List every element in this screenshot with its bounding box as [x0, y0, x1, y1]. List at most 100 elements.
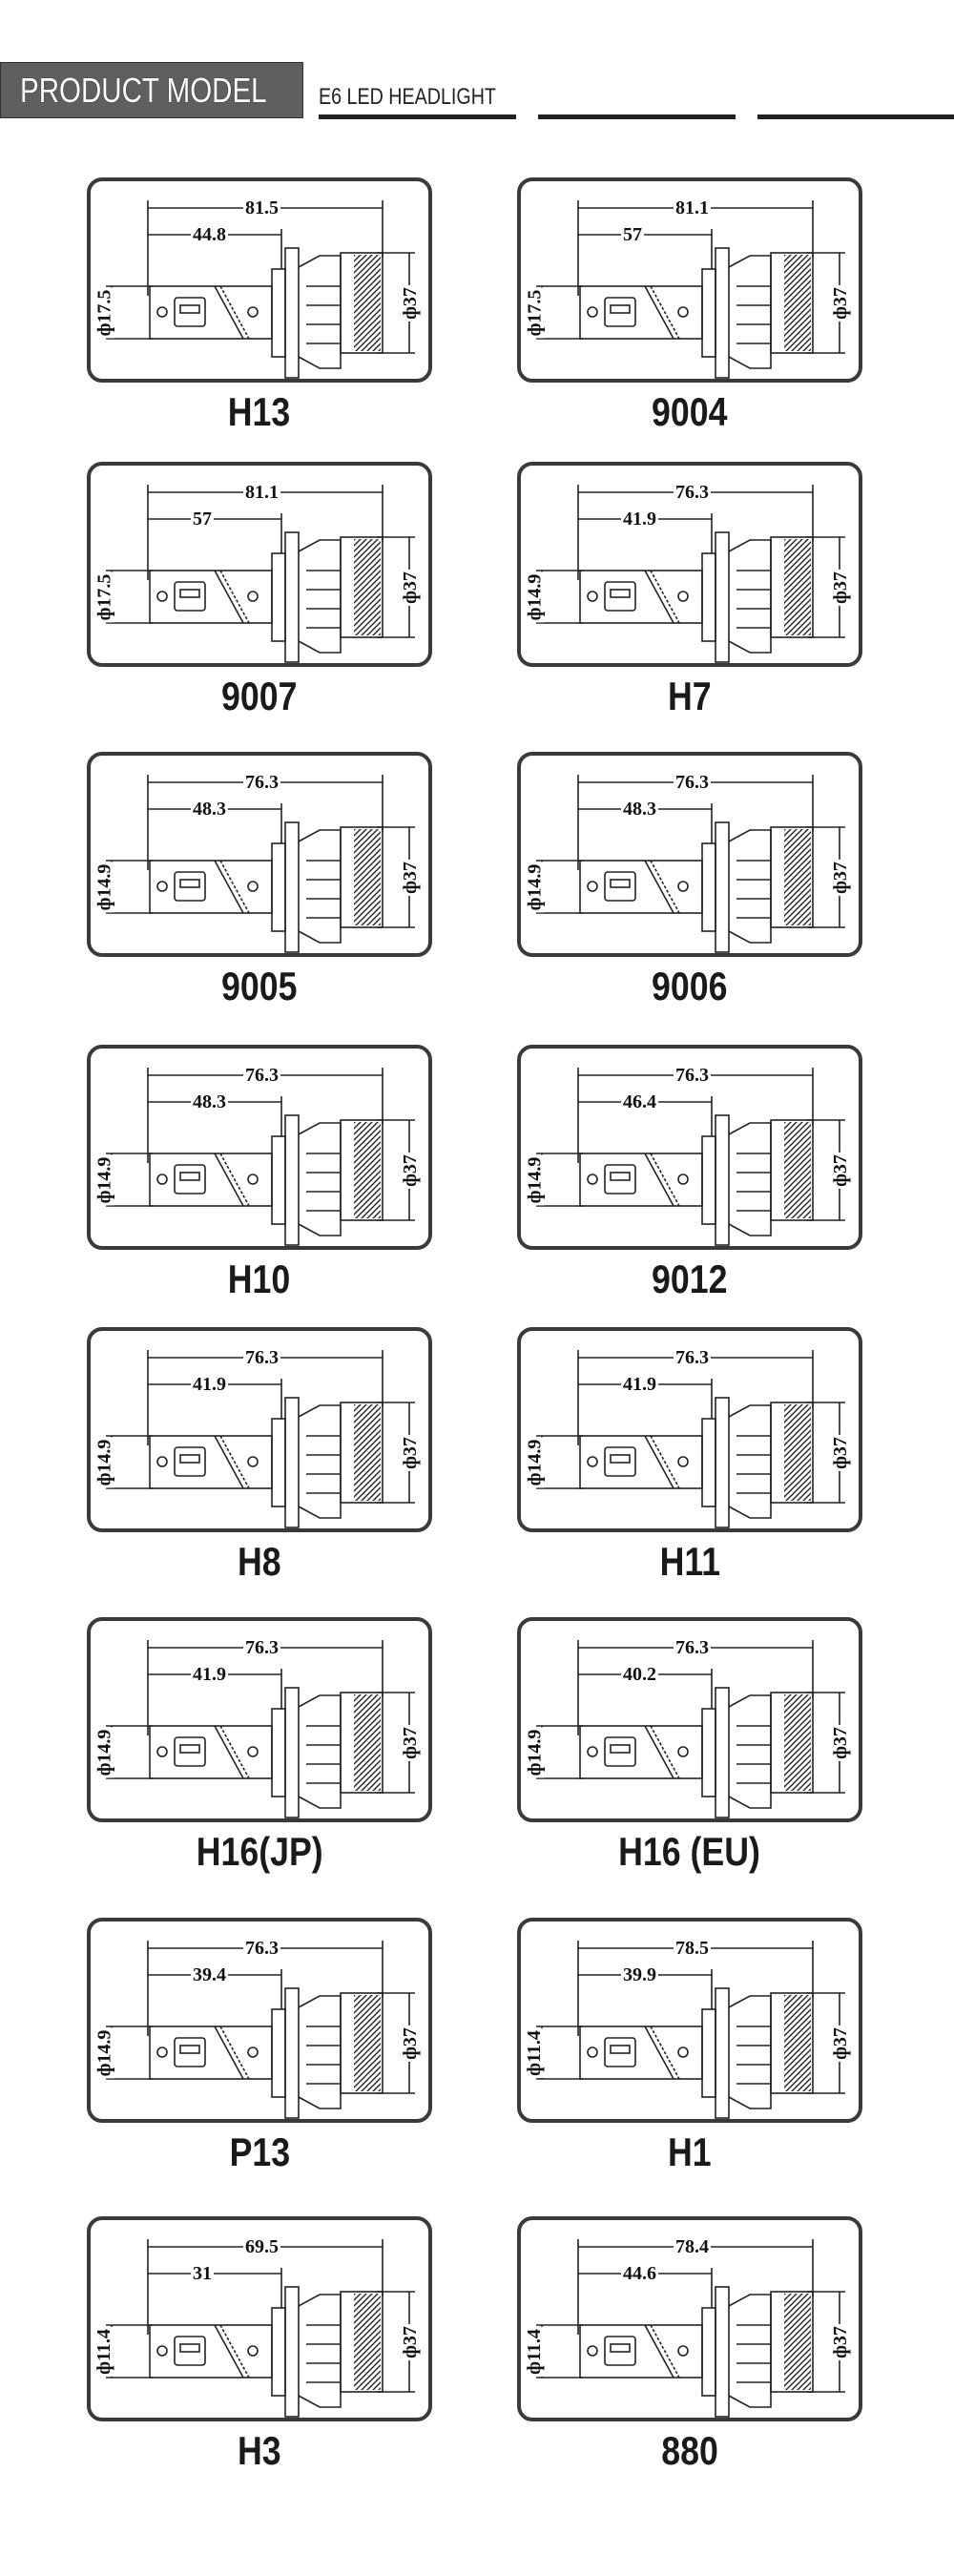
model-name-text: H8 — [238, 1539, 281, 1584]
neck-diameter: ф14.9 — [524, 571, 546, 623]
model-name: H10 — [87, 1257, 432, 1302]
head-diameter: ф37 — [399, 2324, 421, 2360]
product-subtitle: E6 LED HEADLIGHT — [319, 84, 496, 110]
model-name-text: 9006 — [652, 964, 728, 1008]
overall-length: 76.3 — [674, 772, 711, 793]
head-diameter: ф37 — [399, 285, 421, 322]
head-diameter: ф37 — [829, 570, 851, 606]
overall-length: 78.4 — [674, 2236, 711, 2257]
base-length: 39.9 — [621, 1964, 658, 1985]
model-card: 76.3 48.3 ф14.9 ф37 — [517, 752, 862, 957]
neck-diameter: ф17.5 — [93, 571, 115, 623]
base-length: 41.9 — [621, 509, 658, 530]
model-card: 81.1 57 ф17.5 ф37 — [517, 177, 862, 383]
model-name: H16 (EU) — [517, 1829, 862, 1875]
model-card: 76.3 48.3 ф14.9 ф37 — [87, 1045, 432, 1250]
model-card: 69.5 31 ф11.4 ф37 — [87, 2216, 432, 2421]
model-name-text: H13 — [228, 389, 291, 434]
overall-length: 78.5 — [674, 1938, 711, 1959]
head-diameter: ф37 — [829, 1435, 851, 1471]
neck-diameter: ф14.9 — [93, 1727, 115, 1778]
neck-diameter: ф14.9 — [93, 1154, 115, 1206]
model-name: H8 — [87, 1539, 432, 1585]
model-name: H3 — [87, 2428, 432, 2474]
bulb-diagram — [536, 1350, 845, 1528]
base-length: 48.3 — [191, 1091, 228, 1112]
model-name: H1 — [517, 2129, 862, 2175]
model-name-text: H7 — [668, 674, 712, 718]
head-diameter: ф37 — [829, 1153, 851, 1189]
model-name-text: 9007 — [221, 674, 298, 718]
head-diameter: ф37 — [399, 2025, 421, 2062]
base-length: 46.4 — [621, 1091, 658, 1112]
model-card: 78.5 39.9 ф11.4 ф37 — [517, 1918, 862, 2123]
bulb-diagram — [106, 200, 415, 379]
base-length: 41.9 — [191, 1664, 228, 1685]
section-header: PRODUCT MODEL — [0, 62, 303, 118]
neck-diameter: ф14.9 — [524, 1727, 546, 1778]
model-name: 9005 — [87, 964, 432, 1009]
model-name-text: H11 — [659, 1539, 720, 1584]
neck-diameter: ф17.5 — [524, 287, 546, 339]
neck-diameter: ф11.4 — [523, 2327, 545, 2377]
neck-diameter: ф14.9 — [524, 1154, 546, 1206]
model-card: 81.1 57 ф17.5 ф37 — [87, 462, 432, 667]
overall-length: 81.1 — [243, 482, 280, 503]
head-diameter: ф37 — [829, 2025, 851, 2062]
model-name-text: P13 — [229, 2129, 290, 2174]
neck-diameter: ф14.9 — [93, 862, 115, 913]
model-name-text: H16 (EU) — [618, 1829, 761, 1874]
overall-length: 76.3 — [243, 1065, 280, 1086]
model-name-text: H16(JP) — [196, 1829, 323, 1874]
bulb-diagram — [106, 2239, 415, 2418]
bulb-diagram — [536, 1941, 845, 2119]
head-diameter: ф37 — [829, 860, 851, 896]
head-diameter: ф37 — [399, 570, 421, 606]
neck-diameter: ф11.4 — [523, 2028, 545, 2078]
base-length: 41.9 — [191, 1374, 228, 1395]
model-name: H13 — [87, 389, 432, 435]
model-name-text: H3 — [238, 2428, 281, 2473]
base-length: 57 — [191, 509, 214, 530]
model-name: 9007 — [87, 674, 432, 719]
head-diameter: ф37 — [829, 285, 851, 322]
overall-length: 76.3 — [243, 772, 280, 793]
model-name: 880 — [517, 2428, 862, 2474]
model-name: H11 — [517, 1539, 862, 1585]
neck-diameter: ф14.9 — [524, 862, 546, 913]
model-name: P13 — [87, 2129, 432, 2175]
base-length: 57 — [621, 224, 644, 245]
model-card: 76.3 40.2 ф14.9 ф37 — [517, 1617, 862, 1822]
base-length: 31 — [191, 2263, 214, 2284]
head-diameter: ф37 — [829, 1725, 851, 1761]
model-name: 9004 — [517, 389, 862, 435]
bulb-diagram — [536, 2239, 845, 2418]
head-diameter: ф37 — [399, 860, 421, 896]
overall-length: 69.5 — [243, 2236, 280, 2257]
bulb-diagram — [536, 775, 845, 953]
neck-diameter: ф17.5 — [93, 287, 115, 339]
overall-length: 76.3 — [674, 1637, 711, 1658]
overall-length: 81.1 — [674, 197, 711, 218]
overall-length: 76.3 — [243, 1347, 280, 1368]
overall-length: 76.3 — [674, 1347, 711, 1368]
divider — [319, 114, 516, 119]
base-length: 44.8 — [191, 224, 228, 245]
base-length: 39.4 — [191, 1964, 228, 1985]
divider — [757, 114, 954, 119]
bulb-diagram — [106, 1941, 415, 2119]
base-length: 40.2 — [621, 1664, 658, 1685]
base-length: 48.3 — [621, 799, 658, 820]
model-name-text: 880 — [661, 2428, 718, 2473]
model-name: 9006 — [517, 964, 862, 1009]
model-name: 9012 — [517, 1257, 862, 1302]
model-name-text: 9004 — [652, 389, 728, 434]
model-name-text: 9005 — [221, 964, 298, 1008]
neck-diameter: ф11.4 — [93, 2327, 114, 2377]
head-diameter: ф37 — [399, 1153, 421, 1189]
section-title: PRODUCT MODEL — [20, 71, 267, 110]
